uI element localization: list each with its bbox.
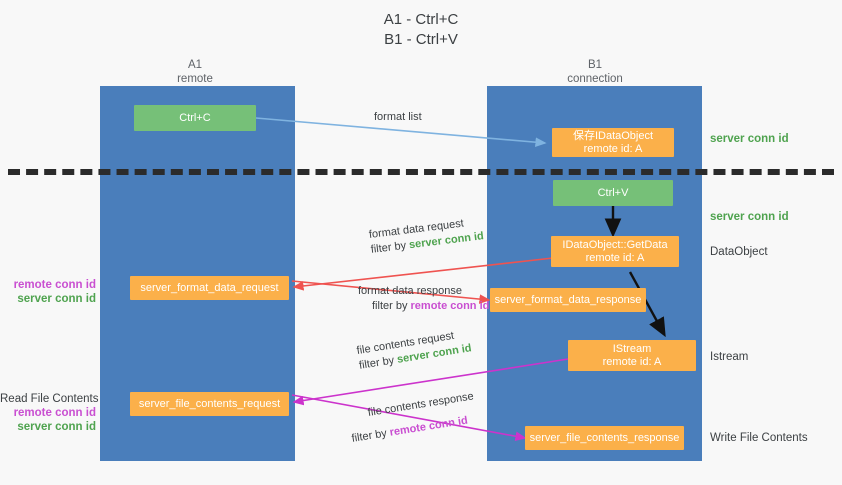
page-title: A1 - Ctrl+C B1 - Ctrl+V	[383, 11, 459, 48]
node-server-file-contents-request-label: server_file_contents_request	[138, 397, 281, 410]
node-server-file-contents-request[interactable]: server_file_contents_request	[130, 392, 289, 416]
column-header-a1: A1 remote	[115, 58, 275, 86]
node-server-format-data-response[interactable]: server_format_data_response	[490, 288, 646, 312]
node-idataobject-getdata[interactable]: IDataObject::GetData remote id: A	[551, 236, 679, 267]
node-getdata-line2: remote id: A	[585, 251, 645, 264]
side-label-read-file-contents: Read File Contents	[0, 393, 99, 405]
column-b1-name: B1	[587, 59, 603, 71]
side-label-remote-conn-id-1: remote conn id	[13, 279, 96, 291]
node-istream-line2: remote id: A	[602, 355, 662, 368]
node-server-file-contents-response-label: server_file_contents_response	[529, 431, 680, 444]
side-label-istream: Istream	[710, 351, 749, 363]
node-ctrl-v-label: Ctrl+V	[597, 186, 629, 199]
node-server-format-data-request-label: server_format_data_request	[140, 281, 279, 294]
edge-label-format-list: format list	[374, 110, 422, 125]
column-header-b1: B1 connection	[515, 58, 675, 86]
node-save-idataobject-line1: 保存IDataObject	[572, 129, 654, 142]
column-a1-sub: remote	[177, 73, 213, 85]
side-label-server-conn-id-2: server conn id	[710, 211, 789, 223]
node-ctrl-v[interactable]: Ctrl+V	[553, 180, 673, 206]
side-label-conn-ids-format: remote conn id server conn id	[0, 278, 96, 306]
side-label-dataobject: DataObject	[710, 246, 768, 258]
node-save-idataobject[interactable]: 保存IDataObject remote id: A	[552, 128, 674, 157]
side-label-server-conn-id-1: server conn id	[710, 133, 789, 145]
edge-label-file-contents-request: file contents request filter by server c…	[356, 326, 473, 373]
node-server-format-data-request[interactable]: server_format_data_request	[130, 276, 289, 300]
column-b1-sub: connection	[567, 73, 623, 85]
side-label-read-file-contents-group: Read File Contents remote conn id server…	[0, 392, 99, 434]
phase-divider	[8, 169, 834, 175]
edge-label-format-data-response-text: format data response	[358, 285, 462, 297]
node-server-format-data-response-label: server_format_data_response	[494, 293, 642, 306]
side-label-remote-conn-id-2: remote conn id	[13, 407, 96, 419]
node-server-file-contents-response[interactable]: server_file_contents_response	[525, 426, 684, 450]
node-istream-line1: IStream	[612, 342, 652, 355]
node-getdata-line1: IDataObject::GetData	[562, 238, 668, 251]
node-ctrl-c-label: Ctrl+C	[179, 111, 211, 124]
side-label-server-conn-id-3: server conn id	[17, 293, 96, 305]
edge-label-format-list-text: format list	[374, 111, 422, 123]
column-a1-name: A1	[187, 59, 203, 71]
edge-label-format-data-response-filter: filter by remote conn id	[372, 300, 490, 312]
edge-label-format-data-response: format data response filter by remote co…	[358, 284, 489, 314]
edge-label-format-data-request: format data request filter by server con…	[368, 214, 485, 258]
node-save-idataobject-line2: remote id: A	[583, 142, 643, 155]
side-label-server-conn-id-4: server conn id	[17, 421, 96, 433]
edge-label-file-contents-response: file contents response filter by remote …	[347, 389, 478, 446]
side-label-write-file-contents: Write File Contents	[710, 432, 808, 444]
node-ctrl-c[interactable]: Ctrl+C	[134, 105, 256, 131]
node-istream[interactable]: IStream remote id: A	[568, 340, 696, 371]
